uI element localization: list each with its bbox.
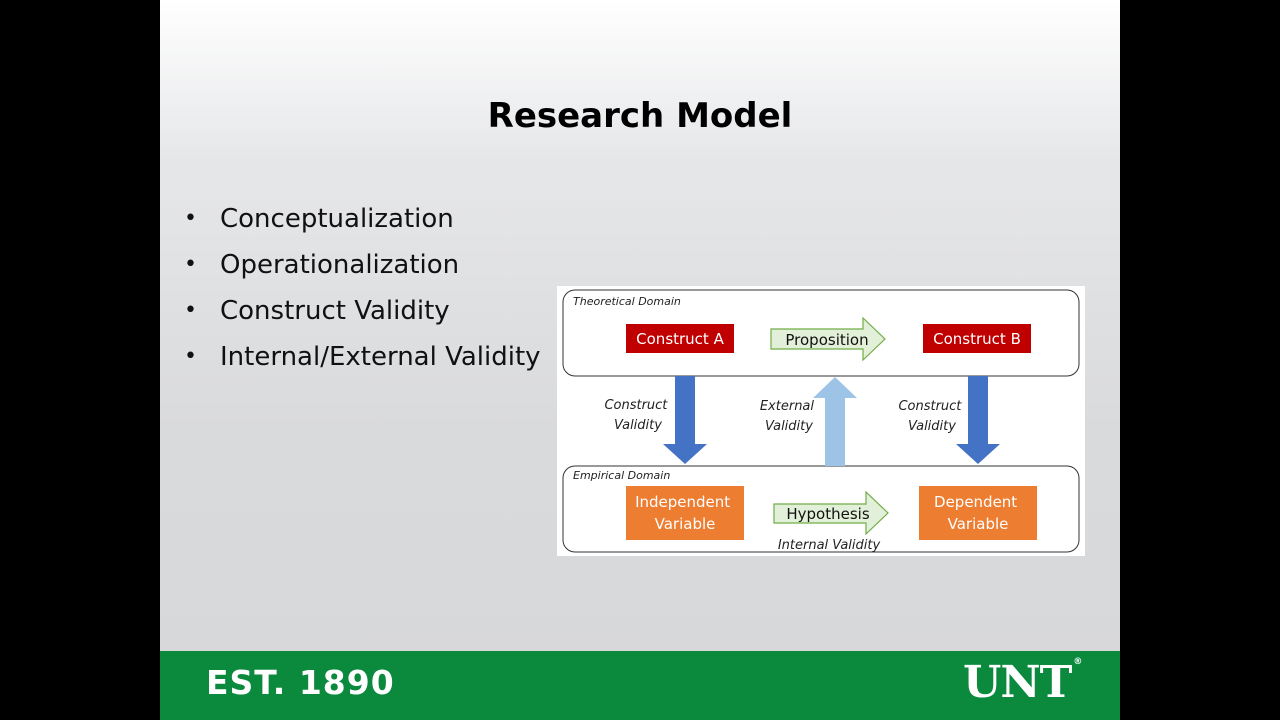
slide: Research Model • Conceptualization • Opera… — [160, 0, 1120, 720]
bullet-text: Construct Validity — [220, 296, 450, 326]
dependent-variable-line: Variable — [948, 515, 1009, 533]
bullet-item: • Internal/External Validity — [182, 334, 541, 380]
proposition-label: Proposition — [785, 331, 868, 349]
bullet-text: Operationalization — [220, 250, 460, 280]
bullet-item: • Operationalization — [182, 242, 541, 288]
independent-variable-line: Independent — [635, 493, 730, 511]
theoretical-domain-label: Theoretical Domain — [573, 295, 681, 308]
construct-validity-left-line: Validity — [614, 418, 662, 433]
construct-validity-right-label: Construct Validity — [898, 399, 965, 434]
proposition-arrow-icon — [770, 316, 886, 362]
bullet-item: • Conceptualization — [182, 196, 541, 242]
registered-mark-icon: ® — [1073, 657, 1082, 667]
footer-bar: EST. 1890 UNT® — [160, 651, 1120, 720]
bullet-list: • Conceptualization • Operationalization •… — [182, 196, 541, 380]
external-validity-line: External — [760, 399, 815, 414]
internal-validity-label: Internal Validity — [778, 538, 881, 553]
construct-validity-left-label: Construct Validity — [604, 398, 671, 433]
external-validity-arrow-icon — [813, 377, 857, 466]
external-validity-label: External Validity — [760, 399, 818, 434]
construct-b-box — [923, 324, 1031, 353]
established-year: EST. 1890 — [206, 663, 395, 702]
construct-validity-right-line: Validity — [908, 419, 956, 434]
external-validity-line: Validity — [765, 419, 813, 434]
research-model-diagram: Theoretical Domain Empirical Domain Cons… — [557, 286, 1085, 556]
construct-validity-right-line: Construct — [898, 399, 962, 414]
bullet-icon: • — [184, 344, 197, 369]
bullet-icon: • — [184, 252, 197, 277]
unt-logo-text: UNT — [963, 657, 1072, 708]
dependent-variable-line: Dependent — [934, 493, 1017, 511]
construct-validity-left-arrow-icon — [663, 376, 707, 464]
bullet-item: • Construct Validity — [182, 288, 541, 334]
construct-a-box — [626, 324, 734, 353]
dependent-variable-box — [919, 486, 1037, 540]
independent-variable-label: Independent Variable — [635, 493, 735, 533]
construct-b-label: Construct B — [933, 330, 1021, 348]
dependent-variable-label: Dependent Variable — [934, 493, 1022, 533]
independent-variable-line: Variable — [655, 515, 716, 533]
bullet-icon: • — [184, 298, 197, 323]
unt-logo: UNT® — [963, 657, 1082, 708]
construct-validity-right-arrow-icon — [956, 376, 1000, 464]
empirical-domain-label: Empirical Domain — [573, 469, 670, 482]
construct-a-label: Construct A — [636, 330, 724, 348]
bullet-text: Conceptualization — [220, 204, 454, 234]
independent-variable-box — [626, 486, 744, 540]
bullet-icon: • — [184, 206, 197, 231]
hypothesis-arrow-icon — [773, 490, 889, 536]
bullet-text: Internal/External Validity — [220, 342, 541, 372]
construct-validity-left-line: Construct — [604, 398, 668, 413]
hypothesis-label: Hypothesis — [786, 505, 869, 523]
slide-title: Research Model — [487, 96, 793, 136]
